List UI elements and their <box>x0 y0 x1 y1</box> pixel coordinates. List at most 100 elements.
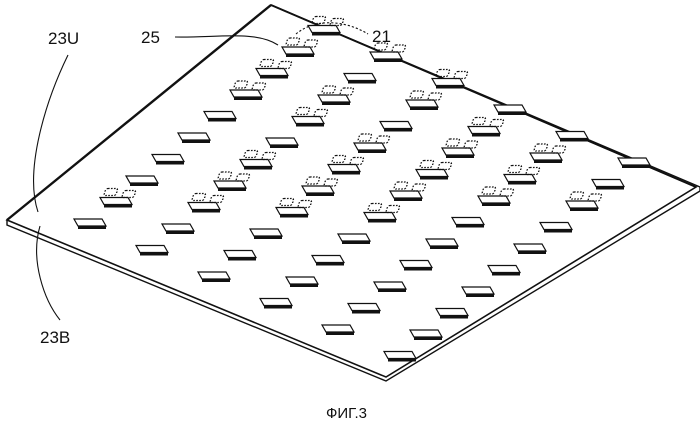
electrode-pad <box>188 203 220 210</box>
electrode-pad <box>426 239 458 246</box>
electrode-pad <box>494 105 526 112</box>
electrode-pad <box>436 309 468 316</box>
electrode-pad-side <box>140 253 168 256</box>
electrode-pad <box>318 95 350 102</box>
figure-caption: ФИГ.3 <box>326 405 367 422</box>
electrode-pad-side <box>596 187 624 190</box>
electrode-pad-side <box>208 119 236 122</box>
electrode-pad <box>136 246 168 253</box>
electrode-pad-side <box>192 210 220 213</box>
electrode-pad-side <box>280 215 308 218</box>
electrode-pad <box>348 304 380 311</box>
electrode-pad-side <box>182 140 210 143</box>
electrode-pad <box>462 287 494 294</box>
electrode-pad-side <box>286 54 314 57</box>
electrode-pad <box>204 112 236 119</box>
electrode-pad-side <box>622 165 650 168</box>
label-23U: 23U <box>48 29 79 48</box>
electrode-pad <box>276 208 308 215</box>
electrode-pad <box>260 299 292 306</box>
electrode-pad <box>322 325 354 332</box>
electrode-pad-side <box>456 225 484 228</box>
electrode-pad-side <box>410 107 438 110</box>
electrode-pad <box>256 69 288 76</box>
electrode-pad <box>556 132 588 139</box>
electrode-pad <box>328 165 360 172</box>
electrode-pad <box>442 148 474 155</box>
electrode-pad <box>312 256 344 263</box>
electrode-pad-side <box>332 172 360 175</box>
electrode-pad-side <box>482 203 510 206</box>
electrode-pad-side <box>414 337 442 340</box>
electrode-pad <box>308 26 340 33</box>
electrode-pad <box>406 100 438 107</box>
electrode-pad <box>302 186 334 193</box>
electrode-pad-side <box>534 160 562 163</box>
electrode-pad <box>488 266 520 273</box>
electrode-pad <box>250 229 282 236</box>
electrode-pad-side <box>218 188 246 191</box>
electrode-pad <box>504 175 536 182</box>
label-23B: 23B <box>40 328 70 347</box>
electrode-pad-side <box>254 236 282 239</box>
electrode-pad <box>282 47 314 54</box>
electrode-pad <box>198 272 230 279</box>
electrode-pad-side <box>244 167 272 170</box>
electrode-pad <box>230 90 262 97</box>
electrode-pad <box>266 138 298 145</box>
electrode-pad <box>618 158 650 165</box>
electrode-pad <box>452 218 484 225</box>
electrode-pad <box>100 198 132 205</box>
electrode-pad <box>354 143 386 150</box>
label-21: 21 <box>372 27 391 46</box>
electrode-pad-side <box>394 198 422 201</box>
electrode-pad-side <box>322 102 350 105</box>
electrode-pad-side <box>234 97 262 100</box>
electrode-pad <box>566 201 598 208</box>
electrode-pad-side <box>570 208 598 211</box>
electrode-pad <box>286 277 318 284</box>
electrode-pad-side <box>270 145 298 148</box>
electrode-pad <box>152 155 184 162</box>
electrode-pad <box>416 170 448 177</box>
electrode-pad <box>370 52 402 59</box>
electrode-pad <box>224 251 256 258</box>
electrode-pad-side <box>296 124 324 127</box>
electrode-pad <box>384 352 416 359</box>
electrode-pad-side <box>358 150 386 153</box>
electrode-pad-side <box>440 316 468 319</box>
electrode-pad-side <box>306 193 334 196</box>
electrode-pad <box>338 234 370 241</box>
chip-outline <box>330 19 344 26</box>
electrode-pad-side <box>378 289 406 292</box>
electrode-pad-side <box>104 205 132 208</box>
electrode-pad-side <box>368 220 396 223</box>
electrode-pad <box>178 133 210 140</box>
electrode-pad-side <box>260 76 288 79</box>
board-top-surface <box>7 5 696 377</box>
electrode-pad-side <box>492 273 520 276</box>
chip-outline <box>392 45 406 52</box>
electrode-pad <box>162 224 194 231</box>
electrode-pad <box>400 261 432 268</box>
electrode-pad-side <box>374 59 402 62</box>
electrode-pad-side <box>130 183 158 186</box>
electrode-pad-side <box>352 311 380 314</box>
electrode-pad <box>540 223 572 230</box>
electrode-pad <box>374 282 406 289</box>
electrode-pad-side <box>342 241 370 244</box>
electrode-pad <box>478 196 510 203</box>
electrode-pad <box>410 330 442 337</box>
electrode-pad <box>592 180 624 187</box>
electrode-pad <box>74 219 106 226</box>
electrode-pad-side <box>498 112 526 115</box>
electrode-pad-side <box>384 129 412 132</box>
chip-outline <box>454 72 468 79</box>
electrode-pad-side <box>316 263 344 266</box>
electrode-pad <box>214 181 246 188</box>
electrode-pad-side <box>166 231 194 234</box>
electrode-pad-side <box>312 33 340 36</box>
electrode-pad-side <box>404 268 432 271</box>
electrode-pad-side <box>78 226 106 229</box>
